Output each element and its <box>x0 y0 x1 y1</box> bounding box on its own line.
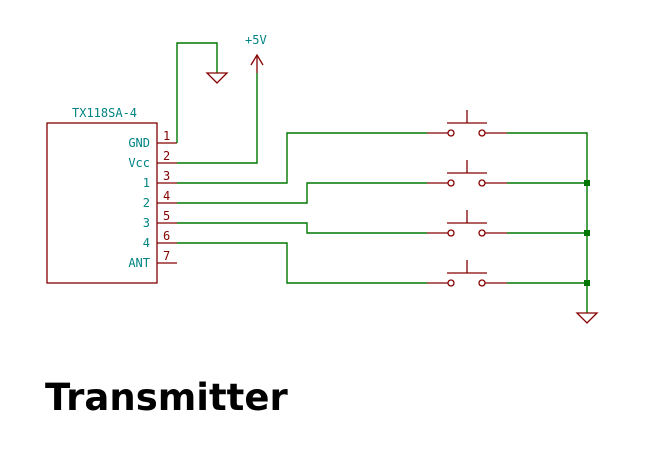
pin-7: 7 ANT <box>128 249 177 270</box>
svg-text:5: 5 <box>163 209 170 223</box>
pin-2-name: Vcc <box>128 156 150 170</box>
svg-text:1: 1 <box>163 129 170 143</box>
svg-text:2: 2 <box>163 149 170 163</box>
tx-module-reference: TX118SA-4 <box>72 106 137 120</box>
push-button-2 <box>427 160 507 187</box>
pin-7-name: ANT <box>128 256 150 270</box>
vcc-wire <box>177 73 258 164</box>
ground-bus <box>507 132 588 313</box>
wire-pin4-switch2 <box>177 182 427 204</box>
pin-3: 3 1 <box>143 169 177 190</box>
pin-1: 1 GND <box>128 129 177 150</box>
pin-6: 6 4 <box>143 229 177 250</box>
gnd-wire <box>176 42 218 143</box>
junction-dot <box>584 180 590 186</box>
push-button-1 <box>427 110 507 137</box>
ground-icon-top <box>205 72 229 84</box>
page-title: Transmitter <box>45 376 288 419</box>
pin-6-name: 4 <box>143 236 150 250</box>
svg-text:3: 3 <box>163 169 170 183</box>
junction-dot <box>584 280 590 286</box>
push-button-4 <box>427 260 507 287</box>
pin-4-name: 2 <box>143 196 150 210</box>
pin-5: 5 3 <box>143 209 177 230</box>
wire-pin6-switch4 <box>177 242 427 284</box>
wire-pin3-switch1 <box>177 132 427 184</box>
pin-2: 2 Vcc <box>128 149 177 170</box>
pin-1-name: GND <box>128 136 150 150</box>
power-arrow-icon <box>250 53 264 66</box>
ground-icon-bottom <box>575 312 599 324</box>
pin-4: 4 2 <box>143 189 177 210</box>
pin-5-name: 3 <box>143 216 150 230</box>
power-label: +5V <box>245 33 267 47</box>
pin-3-name: 1 <box>143 176 150 190</box>
junction-dot <box>584 230 590 236</box>
wire-pin5-switch3 <box>177 222 427 234</box>
push-button-3 <box>427 210 507 237</box>
svg-text:4: 4 <box>163 189 170 203</box>
svg-text:6: 6 <box>163 229 170 243</box>
svg-text:7: 7 <box>163 249 170 263</box>
